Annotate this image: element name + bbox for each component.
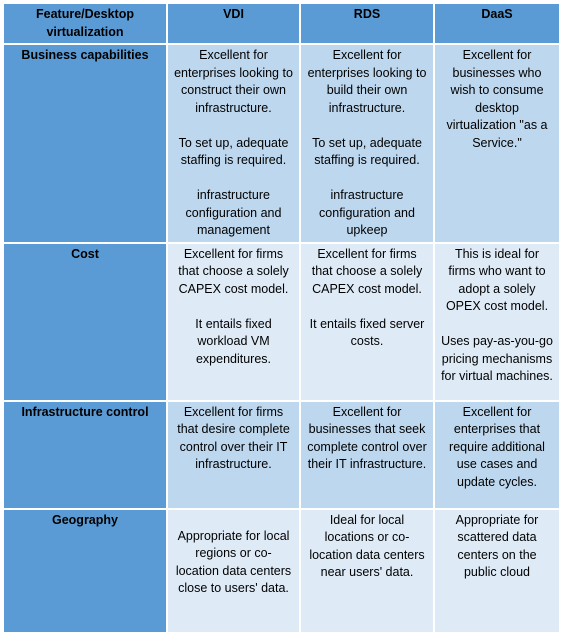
cell-text: It entails fixed workload VM expenditure… [195, 316, 272, 366]
header-feature: Feature/Desktop virtualization [4, 4, 168, 45]
cell-text: Excellent for firms that choose a solely… [178, 246, 289, 296]
cell-text: Excellent for enterprises looking to con… [174, 48, 293, 115]
vdi-cell: Excellent for firms that desire complete… [168, 401, 301, 510]
daas-cell: Appropriate for scattered data centers o… [435, 509, 561, 634]
daas-cell: This is ideal for firms who want to adop… [435, 243, 561, 402]
cell-text: infrastructure configuration and upkeep [319, 188, 415, 237]
comparison-table: Feature/Desktop virtualization VDI RDS D… [4, 4, 561, 634]
rds-cell: Excellent for enterprises looking to bui… [301, 45, 435, 244]
cell-text: Excellent for enterprises looking to bui… [307, 48, 427, 115]
cell-text: Appropriate for scattered data centers o… [455, 512, 539, 580]
cell-text: To set up, adequate staffing is required… [312, 135, 422, 168]
rds-cell: Excellent for businesses that seek compl… [301, 401, 435, 510]
rds-cell: Excellent for firms that choose a solely… [301, 243, 435, 402]
table-row: Infrastructure control Excellent for fir… [4, 401, 561, 510]
feature-label: Geography [4, 509, 168, 634]
cell-text: To set up, adequate staffing is required… [178, 135, 289, 168]
rds-cell: Ideal for local locations or co-location… [301, 509, 435, 634]
table-row: Business capabilities Excellent for ente… [4, 45, 561, 244]
header-row: Feature/Desktop virtualization VDI RDS D… [4, 4, 561, 45]
cell-text: This is ideal for firms who want to adop… [445, 246, 549, 314]
cell-text: Excellent for firms that desire complete… [177, 404, 290, 472]
cell-text: infrastructure configuration and managem… [185, 188, 282, 237]
table-row: Cost Excellent for firms that choose a s… [4, 243, 561, 402]
header-vdi: VDI [168, 4, 301, 45]
vdi-cell: Excellent for enterprises looking to con… [168, 45, 301, 244]
header-rds: RDS [301, 4, 435, 45]
cell-text: It entails fixed server costs. [309, 316, 425, 349]
cell-text: Excellent for businesses who wish to con… [446, 48, 548, 150]
cell-text: Excellent for businesses that seek compl… [307, 404, 427, 472]
cell-text: Appropriate for local regions or co-loca… [175, 528, 292, 596]
cell-text: Ideal for local locations or co-location… [309, 512, 425, 580]
daas-cell: Excellent for enterprises that require a… [435, 401, 561, 510]
vdi-cell: Appropriate for local regions or co-loca… [168, 509, 301, 634]
cell-text: Uses pay-as-you-go pricing mechanisms fo… [441, 334, 553, 383]
vdi-cell: Excellent for firms that choose a solely… [168, 243, 301, 402]
table-row: Geography Appropriate for local regions … [4, 509, 561, 634]
feature-label: Cost [4, 243, 168, 402]
cell-text: Excellent for firms that choose a solely… [311, 246, 423, 296]
daas-cell: Excellent for businesses who wish to con… [435, 45, 561, 244]
cell-text: Excellent for enterprises that require a… [449, 404, 545, 489]
header-daas: DaaS [435, 4, 561, 45]
feature-label: Business capabilities [4, 45, 168, 244]
feature-label: Infrastructure control [4, 401, 168, 510]
